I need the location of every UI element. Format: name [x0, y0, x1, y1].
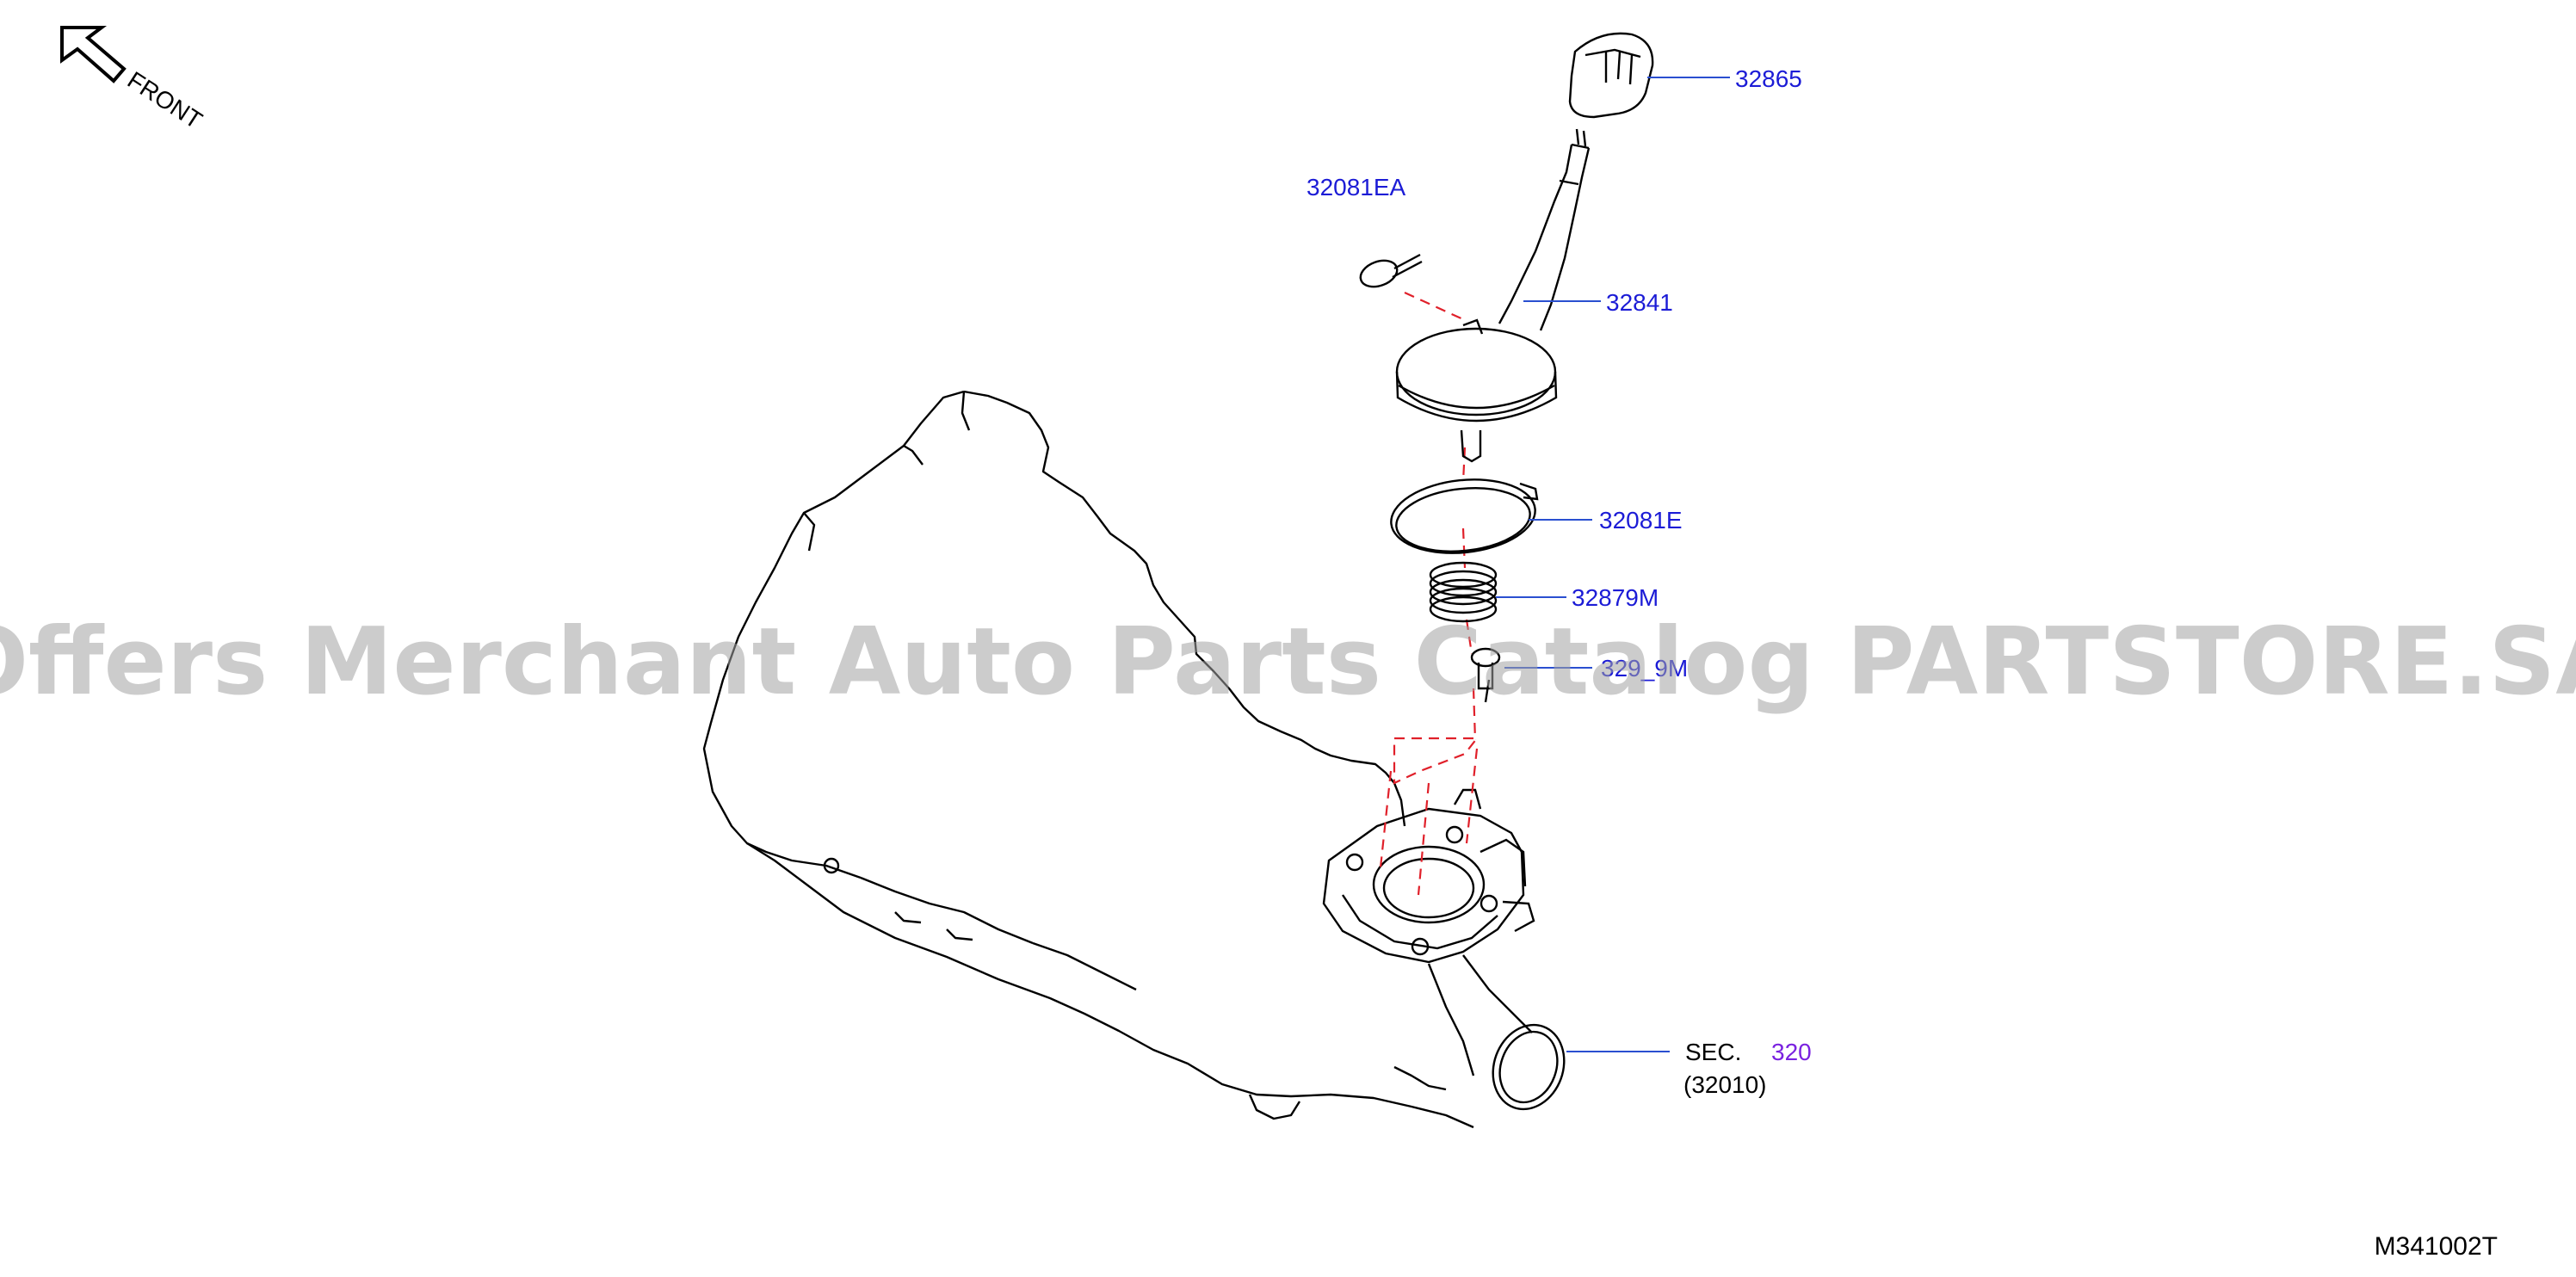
clip-part [1359, 253, 1423, 288]
callout-329_9M[interactable]: 329_9M [1601, 655, 1688, 682]
shift-knob-part [1568, 32, 1654, 119]
drawing-id: M341002T [2375, 1232, 2498, 1261]
output-housing-ring [1427, 954, 1566, 1111]
boot-band-part [1390, 478, 1539, 554]
callout-32841[interactable]: 32841 [1606, 289, 1673, 316]
spring-part [1429, 561, 1498, 623]
callout-leaders [1496, 77, 1730, 1052]
callout-32081EA[interactable]: 32081EA [1307, 174, 1406, 200]
shifter-base-plate [1322, 788, 1535, 964]
front-label: FRONT [123, 66, 207, 134]
callout-32879M[interactable]: 32879M [1572, 584, 1659, 611]
watermark-text: Offers Merchant Auto Parts Catalog PARTS… [0, 608, 2576, 716]
shift-lever-part [1395, 128, 1591, 463]
front-arrow-icon [60, 26, 127, 83]
section-link-320[interactable]: 320 [1771, 1039, 1812, 1065]
callout-32081E[interactable]: 32081E [1599, 507, 1683, 534]
callout-32865[interactable]: 32865 [1735, 65, 1802, 92]
section-sub-reference: (32010) [1683, 1071, 1767, 1098]
section-prefix: SEC. [1685, 1039, 1741, 1065]
pin-part [1470, 647, 1501, 703]
assembly-guide-lines [1379, 291, 1480, 896]
transmission-housing [702, 390, 1474, 1129]
